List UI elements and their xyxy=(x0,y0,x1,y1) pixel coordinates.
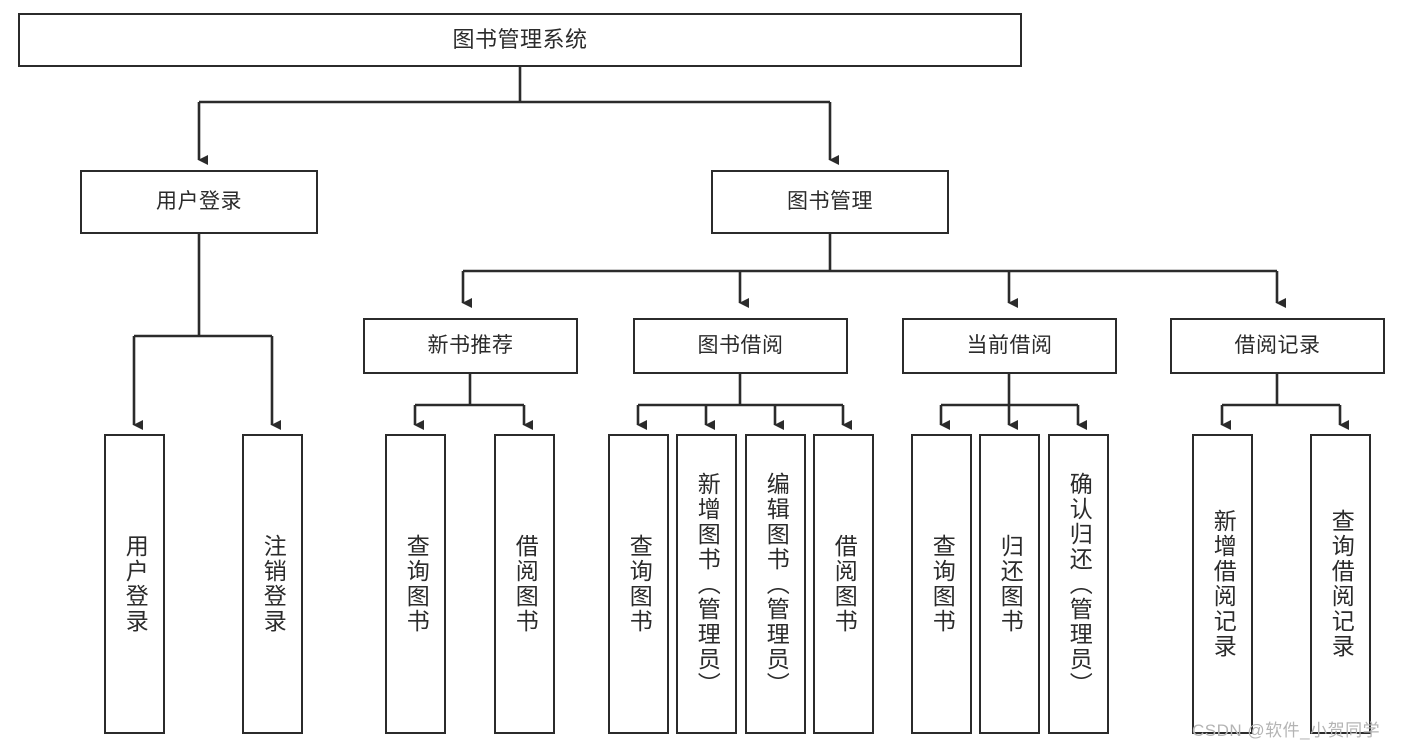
leaf-add-book[interactable]: 新增图书（管理员） xyxy=(676,434,737,734)
leaf-edit-book-label: 编辑图书（管理员） xyxy=(763,471,790,697)
leaf-add-record[interactable]: 新增借阅记录 xyxy=(1192,434,1253,734)
node-book-manage-label: 图书管理 xyxy=(787,189,873,213)
node-root[interactable]: 图书管理系统 xyxy=(18,13,1022,67)
node-book-borrow[interactable]: 图书借阅 xyxy=(633,318,848,374)
leaf-query-book-3-label: 查询图书 xyxy=(929,534,956,634)
leaf-confirm-return[interactable]: 确认归还（管理员） xyxy=(1048,434,1109,734)
csdn-watermark: CSDN @软件_小贺同学 xyxy=(1192,721,1381,740)
leaf-query-book-2-label: 查询图书 xyxy=(626,534,653,634)
leaf-user-login[interactable]: 用户登录 xyxy=(104,434,165,734)
leaf-borrow-book-1-label: 借阅图书 xyxy=(512,534,539,634)
leaf-logout-label: 注销登录 xyxy=(260,534,287,634)
leaf-add-book-label: 新增图书（管理员） xyxy=(694,471,721,697)
leaf-return-book-label: 归还图书 xyxy=(997,534,1024,634)
leaf-user-login-label: 用户登录 xyxy=(122,534,149,634)
node-book-borrow-label: 图书借阅 xyxy=(697,333,784,357)
node-root-label: 图书管理系统 xyxy=(452,27,588,53)
leaf-edit-book[interactable]: 编辑图书（管理员） xyxy=(745,434,806,734)
node-borrow-record-label: 借阅记录 xyxy=(1234,333,1321,357)
node-current-borrow[interactable]: 当前借阅 xyxy=(902,318,1117,374)
node-new-book-recommend-label: 新书推荐 xyxy=(427,333,514,357)
leaf-query-book-3[interactable]: 查询图书 xyxy=(911,434,972,734)
leaf-return-book[interactable]: 归还图书 xyxy=(979,434,1040,734)
leaf-borrow-book-2-label: 借阅图书 xyxy=(831,534,858,634)
leaf-logout[interactable]: 注销登录 xyxy=(242,434,303,734)
node-new-book-recommend[interactable]: 新书推荐 xyxy=(363,318,578,374)
leaf-query-record-label: 查询借阅记录 xyxy=(1328,509,1355,659)
node-book-manage[interactable]: 图书管理 xyxy=(711,170,949,234)
node-user-login[interactable]: 用户登录 xyxy=(80,170,318,234)
leaf-query-book-2[interactable]: 查询图书 xyxy=(608,434,669,734)
node-user-login-label: 用户登录 xyxy=(156,189,242,213)
leaf-query-record[interactable]: 查询借阅记录 xyxy=(1310,434,1371,734)
leaf-query-book-1[interactable]: 查询图书 xyxy=(385,434,446,734)
node-borrow-record[interactable]: 借阅记录 xyxy=(1170,318,1385,374)
leaf-borrow-book-2[interactable]: 借阅图书 xyxy=(813,434,874,734)
leaf-add-record-label: 新增借阅记录 xyxy=(1210,509,1237,659)
node-current-borrow-label: 当前借阅 xyxy=(966,333,1053,357)
leaf-borrow-book-1[interactable]: 借阅图书 xyxy=(494,434,555,734)
leaf-query-book-1-label: 查询图书 xyxy=(403,534,430,634)
leaf-confirm-return-label: 确认归还（管理员） xyxy=(1066,471,1093,697)
